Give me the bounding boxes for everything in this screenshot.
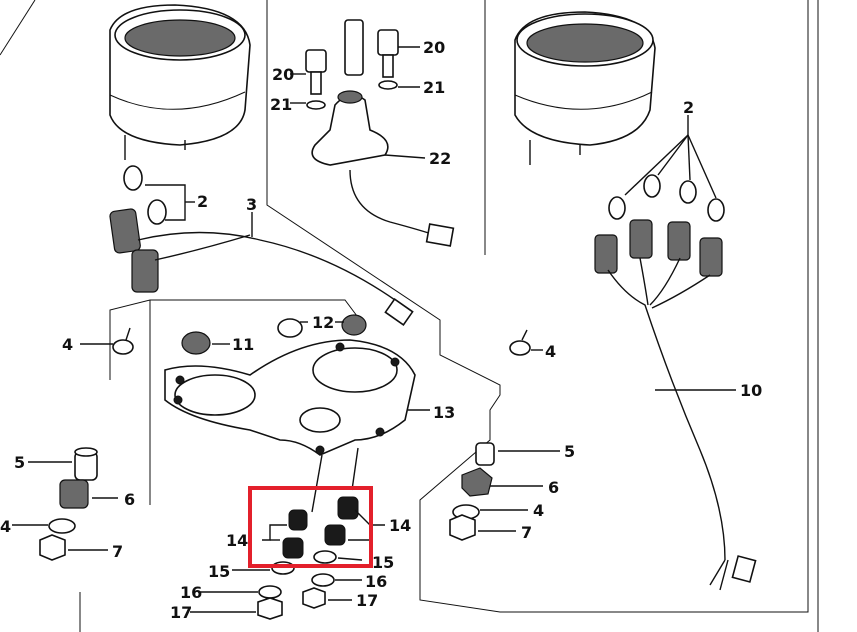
callout-15-left: 15 bbox=[208, 562, 230, 581]
callout-7-left: 7 bbox=[112, 542, 123, 561]
callout-17-right: 17 bbox=[356, 591, 378, 610]
section-frame-lines bbox=[0, 0, 819, 632]
hardware-stack-right bbox=[449, 442, 560, 541]
bulb-group-left bbox=[123, 165, 195, 225]
mounting-plate-13 bbox=[164, 339, 416, 456]
callout-17-left: 17 bbox=[170, 603, 192, 622]
grommet-11 bbox=[181, 331, 228, 355]
callout-4-left-top: 4 bbox=[62, 335, 73, 354]
hardware-stack-left bbox=[12, 447, 118, 561]
ignition-switch bbox=[305, 19, 455, 247]
leader-lines bbox=[228, 46, 736, 411]
callout-11: 11 bbox=[232, 335, 254, 354]
callout-21-right: 21 bbox=[423, 78, 445, 97]
wiring-harness-10 bbox=[594, 219, 757, 591]
callout-10: 10 bbox=[740, 381, 762, 400]
highlight-box bbox=[248, 486, 373, 568]
washer-4-left-top bbox=[80, 327, 134, 355]
callout-13: 13 bbox=[433, 403, 455, 422]
bottom-hardware bbox=[190, 573, 362, 620]
callout-12: 12 bbox=[312, 313, 334, 332]
callout-5-right: 5 bbox=[564, 442, 575, 461]
callout-7-right: 7 bbox=[521, 523, 532, 542]
callout-20-right: 20 bbox=[423, 38, 445, 57]
mounting-studs bbox=[311, 447, 359, 513]
callout-6-right: 6 bbox=[548, 478, 559, 497]
callout-14-right: 14 bbox=[389, 516, 411, 535]
callout-3: 3 bbox=[246, 195, 257, 214]
callout-labels: 2 3 4 4 11 12 13 5 6 4 7 14 15 16 17 14 … bbox=[0, 38, 762, 622]
callout-21-left: 21 bbox=[270, 95, 292, 114]
speedometer-left bbox=[109, 4, 251, 160]
callout-15-right: 15 bbox=[372, 553, 394, 572]
callout-14-left: 14 bbox=[226, 531, 248, 550]
callout-4-right-top: 4 bbox=[545, 342, 556, 361]
washer-4-right-top bbox=[509, 329, 543, 356]
callout-6-left: 6 bbox=[124, 490, 135, 509]
callout-20-left: 20 bbox=[272, 65, 294, 84]
grommet-12 bbox=[277, 314, 367, 338]
callout-4-left-bottom: 4 bbox=[0, 517, 11, 536]
grommet-set-14-15 bbox=[232, 496, 385, 575]
callout-5-left: 5 bbox=[14, 453, 25, 472]
tachometer-right bbox=[514, 11, 656, 165]
callout-4-right-bottom: 4 bbox=[533, 501, 544, 520]
callout-16-left: 16 bbox=[180, 583, 202, 602]
callout-2-left: 2 bbox=[197, 192, 208, 211]
callout-16-right: 16 bbox=[365, 572, 387, 591]
bulb-group-right bbox=[608, 115, 725, 222]
callout-2-right: 2 bbox=[683, 98, 694, 117]
callout-22: 22 bbox=[429, 149, 451, 168]
wiring-harness-3 bbox=[109, 208, 414, 326]
